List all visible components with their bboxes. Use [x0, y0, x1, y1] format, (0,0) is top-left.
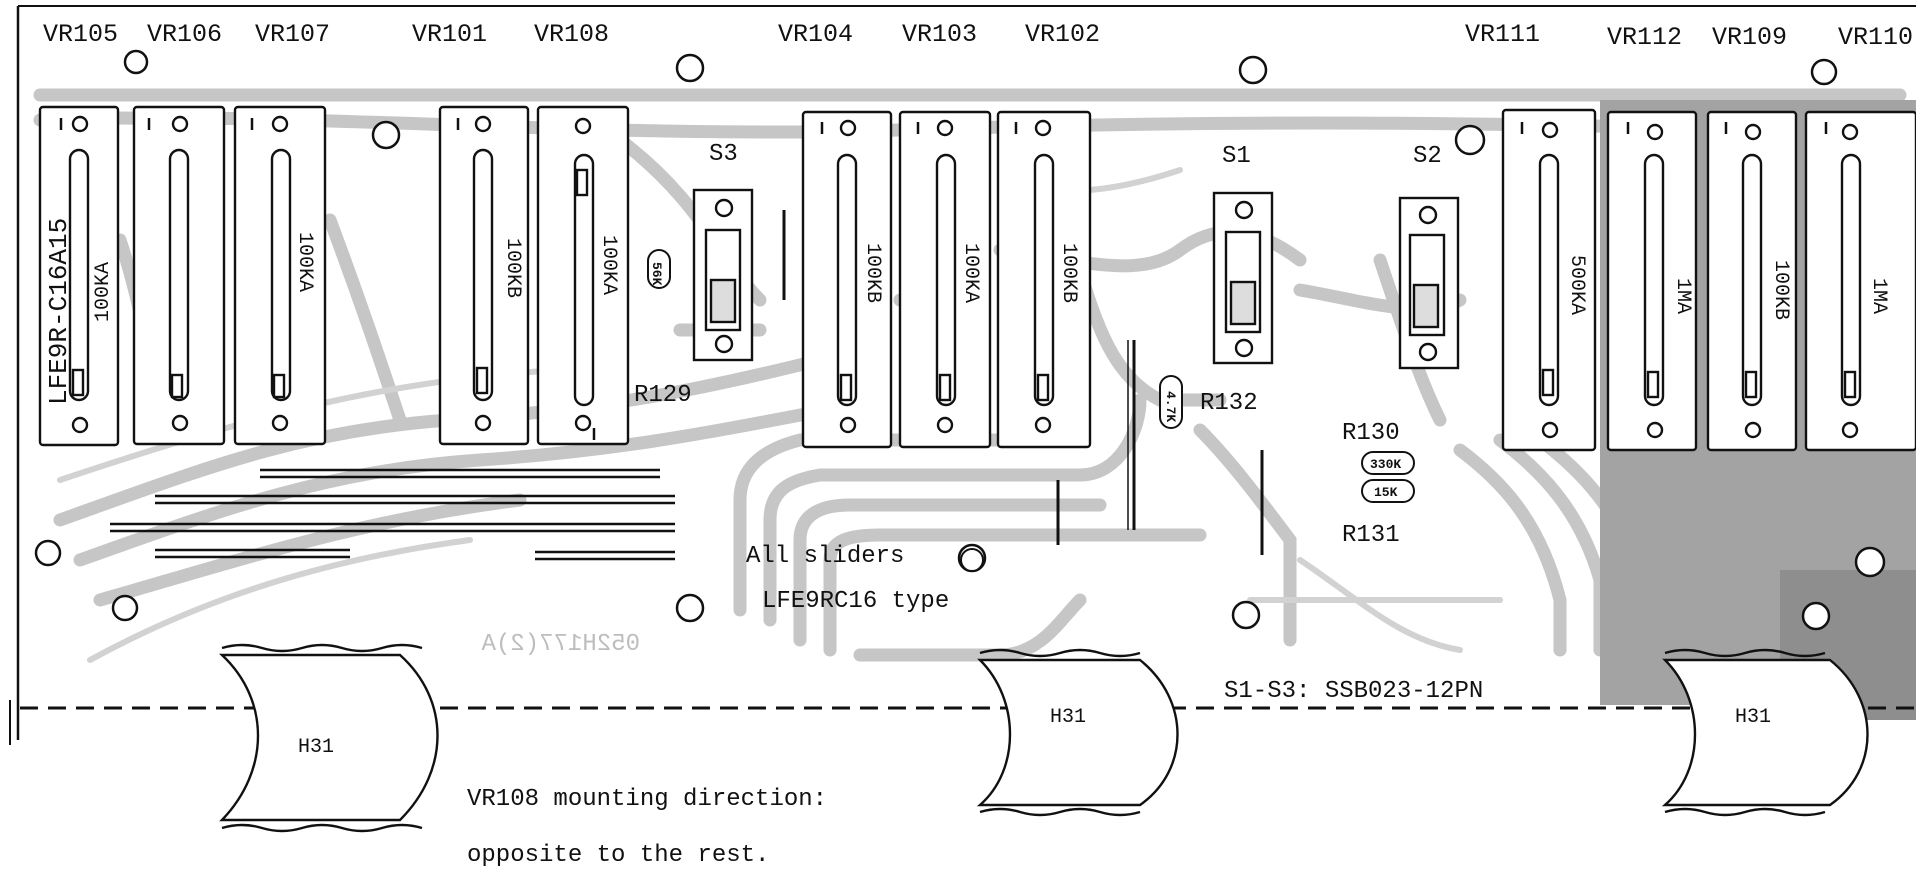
slider-vr107 [233, 105, 327, 446]
r130-label: R130 [1342, 420, 1400, 447]
s1-label: S1 [1222, 143, 1251, 170]
pot-value-vr109: 100KB [1769, 260, 1792, 320]
vr106-label: VR106 [147, 20, 223, 49]
vr110-label: VR110 [1838, 23, 1914, 52]
pot-values: 100KA 100KA 100KB 100KA 100KB 100KA 100K… [92, 232, 1890, 322]
h31-center-label: H31 [1050, 706, 1086, 729]
pot-value-vr111: 500KA [1565, 255, 1588, 315]
slider-vr109 [1706, 110, 1798, 452]
vr101-label: VR101 [412, 20, 488, 49]
resistor-value-r129: 56K [649, 262, 664, 286]
pot-value-vr101: 100KB [501, 238, 524, 298]
slider-vr108 [536, 105, 630, 446]
board-outline [16, 5, 1916, 740]
vr108-note-line2: opposite to the rest. [467, 842, 770, 869]
resistor-value-r131: 15K [1374, 485, 1398, 500]
pot-value-vr110: 1MA [1867, 278, 1890, 314]
h31-left [218, 643, 439, 833]
pot-value-vr105: 100KA [92, 262, 115, 322]
slide-switches [692, 188, 1460, 370]
r129-label: R129 [634, 382, 692, 409]
slider-vr111 [1501, 108, 1597, 452]
vr109-label: VR109 [1712, 23, 1788, 52]
part-number-label: LFE9R-C16A15 [44, 218, 74, 405]
slider-vr101 [438, 105, 530, 446]
sliders-note-line2: LFE9RC16 type [762, 588, 950, 615]
h31-left-label: H31 [298, 736, 334, 759]
vr103-label: VR103 [902, 20, 978, 49]
resistor-r131 [1361, 479, 1415, 503]
jumper-wires [110, 210, 1264, 561]
slider-vr102 [996, 110, 1092, 449]
vr108-note-line1: VR108 mounting direction: [467, 786, 828, 813]
slider-vr103 [898, 110, 992, 449]
h31-center [976, 648, 1179, 817]
vr104-label: VR104 [778, 20, 854, 49]
vr107-label: VR107 [255, 20, 331, 49]
pot-value-vr104: 100KB [861, 243, 884, 303]
r131-label: R131 [1342, 522, 1400, 549]
s3-label: S3 [709, 141, 738, 168]
h31-right [1661, 648, 1869, 817]
vr111-label: VR111 [1465, 20, 1541, 49]
slider-vr104 [801, 110, 893, 449]
resistor-value-r130: 330K [1370, 457, 1401, 472]
connector-labels: H31 H31 H31 [298, 706, 1771, 759]
resistor-r130 [1361, 451, 1415, 475]
vr112-label: VR112 [1607, 23, 1683, 52]
sliders-note-line1: All sliders [746, 543, 905, 570]
vr105-label: VR105 [43, 20, 119, 49]
mounting-holes [34, 49, 1886, 631]
pin1-marks [59, 118, 1828, 440]
resistor-values: 56K 4.7K 330K 15K [649, 262, 1401, 500]
h31-connectors [218, 643, 1869, 833]
slider-vr112 [1606, 110, 1698, 452]
board-marking: 052H177(2)A [481, 631, 640, 658]
note-hole-marker [960, 548, 984, 572]
pot-value-vr107: 100KA [293, 232, 316, 292]
slider-vr105 [38, 105, 120, 447]
switch-s2 [1398, 196, 1460, 370]
vr108-label: VR108 [534, 20, 610, 49]
resistor-r129 [647, 249, 671, 289]
switch-s3 [692, 188, 754, 362]
slider-pots [38, 105, 1916, 452]
pot-value-vr112: 1MA [1671, 278, 1694, 314]
h31-right-label: H31 [1735, 706, 1771, 729]
pot-value-vr108: 100KA [597, 235, 620, 295]
resistors [647, 249, 1415, 503]
s2-label: S2 [1413, 143, 1442, 170]
slider-vr110 [1804, 110, 1916, 452]
resistor-r132 [1159, 375, 1183, 429]
resistor-value-r132: 4.7K [1163, 391, 1178, 422]
pot-value-vr102: 100KB [1057, 243, 1080, 303]
switch-s1 [1212, 191, 1274, 365]
r132-label: R132 [1200, 390, 1258, 417]
switch-type-note: S1-S3: SSB023-12PN [1224, 678, 1484, 705]
vr102-label: VR102 [1025, 20, 1101, 49]
pot-value-vr103: 100KA [959, 243, 982, 303]
slider-vr106 [132, 105, 226, 446]
